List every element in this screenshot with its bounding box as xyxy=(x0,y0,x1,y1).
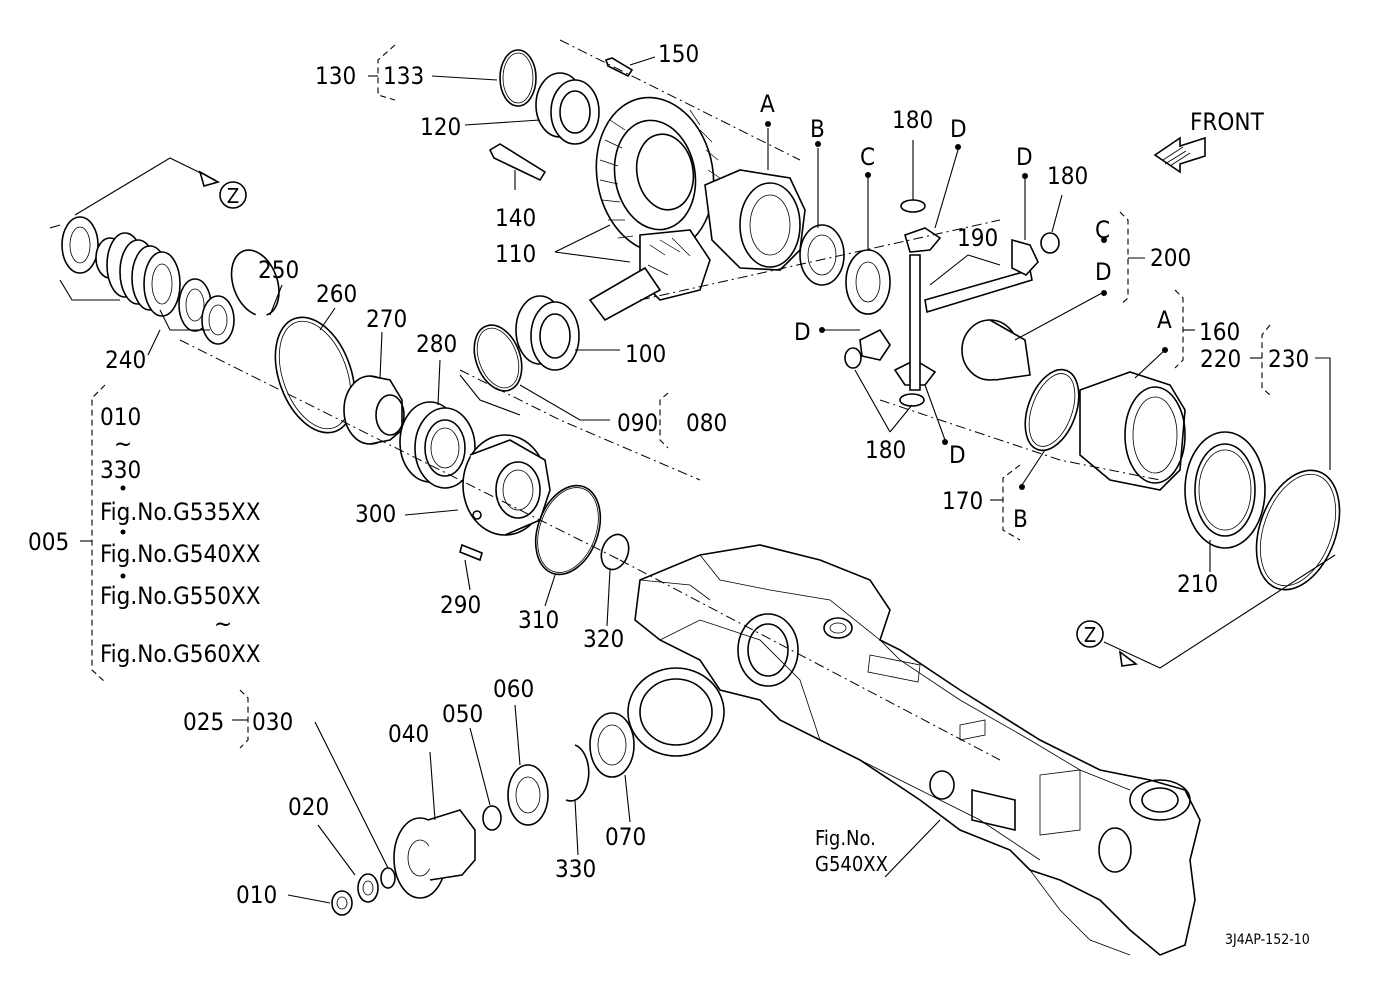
front-label: FRONT xyxy=(1190,108,1265,136)
label-020: 020 xyxy=(288,793,329,821)
label-230: 230 xyxy=(1268,345,1309,373)
label-190: 190 xyxy=(957,224,998,252)
label-180-bottom: 180 xyxy=(865,436,906,464)
bearing-280 xyxy=(399,401,476,489)
label-250: 250 xyxy=(258,256,299,284)
label-160: 160 xyxy=(1199,318,1240,346)
label-290: 290 xyxy=(440,591,481,619)
label-fig3: Fig.No.G550XX xyxy=(100,582,261,610)
label-130: 130 xyxy=(315,62,356,90)
label-180-right: 180 xyxy=(1047,162,1088,190)
diff-case xyxy=(704,169,845,286)
center-lines xyxy=(179,39,1161,761)
label-260: 260 xyxy=(316,280,357,308)
label-280: 280 xyxy=(416,330,457,358)
label-180-top: 180 xyxy=(892,106,933,134)
label-005-end: 330 xyxy=(100,456,141,484)
letter-a-top: A xyxy=(760,90,775,118)
label-050: 050 xyxy=(442,700,483,728)
collar-270 xyxy=(343,375,405,445)
differential-gears xyxy=(844,199,1080,452)
label-005-tilde: ~ xyxy=(114,430,132,458)
label-060: 060 xyxy=(493,675,534,703)
letter-d-bottom: D xyxy=(949,441,966,469)
label-fig2: Fig.No.G540XX xyxy=(100,540,261,568)
label-fig4: Fig.No.G560XX xyxy=(100,640,261,668)
letter-b-bottom: B xyxy=(1013,505,1028,533)
label-040: 040 xyxy=(388,720,429,748)
clutch-pack-240 xyxy=(49,216,235,345)
front-arrow-icon xyxy=(1153,136,1206,174)
leader-lines xyxy=(147,56,1331,904)
letter-c-top: C xyxy=(860,143,875,171)
bolt-150 xyxy=(604,57,634,78)
label-310: 310 xyxy=(518,606,559,634)
label-100: 100 xyxy=(625,340,666,368)
brackets xyxy=(80,44,1271,749)
z-marker-top: Z xyxy=(74,157,247,216)
letter-d-left: D xyxy=(794,318,811,346)
label-240: 240 xyxy=(105,346,146,374)
label-010: 010 xyxy=(236,881,277,909)
label-140: 140 xyxy=(495,204,536,232)
label-220: 220 xyxy=(1200,345,1241,373)
fig-ref-line2: G540XX xyxy=(815,852,888,876)
label-025: 025 xyxy=(183,708,224,736)
bevel-gear-110 xyxy=(588,96,721,322)
letter-b-top: B xyxy=(810,115,825,143)
label-320: 320 xyxy=(583,625,624,653)
letter-a-right: A xyxy=(1157,306,1172,334)
label-090: 090 xyxy=(617,409,658,437)
bolt-140 xyxy=(488,143,547,182)
right-case xyxy=(1079,371,1341,591)
label-080: 080 xyxy=(686,409,727,437)
bearing-100 xyxy=(473,295,580,392)
z-marker-bottom: Z xyxy=(1076,554,1336,669)
label-120: 120 xyxy=(420,113,461,141)
label-005-start: 010 xyxy=(100,403,141,431)
label-005: 005 xyxy=(28,528,69,556)
label-070: 070 xyxy=(605,823,646,851)
label-030: 030 xyxy=(252,708,293,736)
axle-housing xyxy=(627,544,1201,956)
snap-rings xyxy=(230,249,356,434)
letter-d-top: D xyxy=(950,115,967,143)
label-210: 210 xyxy=(1177,570,1218,598)
label-150: 150 xyxy=(658,40,699,68)
labels: FRONT 3J4AP-152-10 Fig.No. G540XX 005 01… xyxy=(28,40,1310,948)
letter-d-right2: D xyxy=(1095,258,1112,286)
label-200: 200 xyxy=(1150,244,1191,272)
label-fig1: Fig.No.G535XX xyxy=(100,498,261,526)
label-300: 300 xyxy=(355,500,396,528)
label-110: 110 xyxy=(495,240,536,268)
label-270: 270 xyxy=(366,305,407,333)
cover-300 xyxy=(462,434,551,536)
fig-ref-line1: Fig.No. xyxy=(815,826,876,850)
bearing-120 xyxy=(499,49,600,145)
z-label-bottom: Z xyxy=(1084,623,1096,647)
label-330: 330 xyxy=(555,855,596,883)
dot-markers xyxy=(120,121,1168,579)
letter-c-right: C xyxy=(1095,216,1110,244)
label-fig-tilde: ~ xyxy=(214,610,232,638)
drawing-code: 3J4AP-152-10 xyxy=(1225,932,1310,948)
z-label-top: Z xyxy=(227,184,239,208)
label-133: 133 xyxy=(383,62,424,90)
label-170: 170 xyxy=(942,487,983,515)
hub-parts xyxy=(331,712,635,916)
pin-290 xyxy=(459,543,483,562)
letter-d-right: D xyxy=(1016,143,1033,171)
